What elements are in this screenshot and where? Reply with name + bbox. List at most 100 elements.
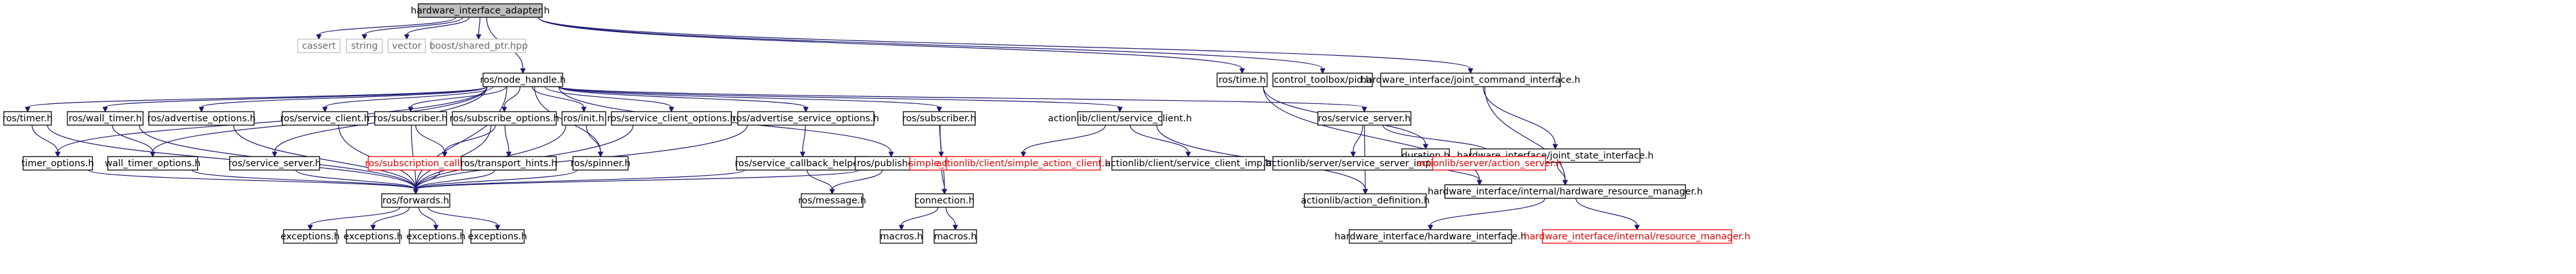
- node-box: [1432, 156, 1546, 171]
- node-box: [1111, 156, 1265, 171]
- edge-subopt-to-subcb: [441, 124, 496, 158]
- node-box: [1349, 229, 1512, 244]
- graph-node-scopt[interactable]: ros/service_client_options.h: [607, 111, 736, 126]
- graph-node-pid[interactable]: control_toolbox/pid.h: [1272, 73, 1373, 87]
- graph-node-connection[interactable]: connection.h: [914, 193, 975, 208]
- graph-node-nodehandle[interactable]: ros/node_handle.h: [480, 73, 566, 87]
- edge-jsi-to-hrm: [1556, 162, 1568, 186]
- graph-node-walltimeropt[interactable]: wall_timer_options.h: [105, 156, 201, 171]
- graph-node-alsvc[interactable]: ros/service_server.h: [1317, 111, 1412, 126]
- node-box: [388, 39, 426, 53]
- graph-node-cassert[interactable]: cassert: [297, 39, 341, 53]
- graph-node-subopt[interactable]: ros/subscribe_options.h: [450, 111, 559, 126]
- graph-node-hwi[interactable]: hardware_interface/hardware_interface.h: [1335, 229, 1526, 244]
- graph-node-exc4[interactable]: exceptions.h: [468, 229, 527, 244]
- graph-node-advopt[interactable]: ros/advertise_options.h: [147, 111, 256, 126]
- edge-publisher-to-message: [829, 169, 883, 195]
- node-label: actionlib/server/action_server.h: [1416, 158, 1562, 169]
- edge-root-to-shared: [475, 17, 482, 40]
- node-label: ros/message.h: [798, 196, 866, 206]
- edge-subopt-to-transport: [504, 124, 512, 158]
- node-label: ros/subscribe_options.h: [450, 114, 559, 124]
- node-box: [381, 193, 450, 208]
- graph-node-exc2[interactable]: exceptions.h: [343, 229, 403, 244]
- graph-node-exc3[interactable]: exceptions.h: [406, 229, 466, 244]
- node-box: [3, 111, 52, 126]
- node-box: [346, 229, 400, 244]
- node-box: [1304, 193, 1427, 208]
- node-label: string: [351, 41, 378, 51]
- graph-node-jci[interactable]: hardware_interface/joint_command_interfa…: [1361, 73, 1580, 87]
- node-label: ros/service_callback_helper.h: [735, 158, 870, 169]
- node-box: [1077, 111, 1163, 126]
- graph-node-actionserver[interactable]: actionlib/server/action_server.h: [1416, 156, 1562, 171]
- graph-node-exc1[interactable]: exceptions.h: [280, 229, 340, 244]
- node-box: [374, 111, 447, 126]
- graph-node-forwards[interactable]: ros/forwards.h: [381, 193, 450, 208]
- graph-node-actiondef[interactable]: actionlib/action_definition.h: [1301, 193, 1430, 208]
- edge-simplefilter-to-connection: [941, 169, 948, 195]
- edge-alscclient-to-simpleaction: [1020, 124, 1106, 158]
- graph-node-ssimp[interactable]: actionlib/server/service_server_imp.h: [1266, 156, 1440, 171]
- node-label: connection.h: [914, 196, 975, 206]
- graph-node-shared[interactable]: boost/shared_ptr.hpp: [429, 39, 528, 53]
- node-box: [297, 39, 341, 53]
- edge-connection-to-macros2: [945, 207, 959, 231]
- node-box: [418, 3, 543, 18]
- graph-node-macros1[interactable]: macros.h: [880, 229, 923, 244]
- graph-node-svcclient[interactable]: ros/service_client.h: [280, 111, 370, 126]
- node-label: ros/publisher.h: [857, 158, 926, 169]
- edge-forwards-to-exc2: [370, 207, 410, 231]
- graph-node-servicesrv[interactable]: ros/service_server.h: [228, 156, 321, 171]
- node-box: [452, 111, 557, 126]
- graph-node-subscriber2[interactable]: ros/subscriber.h: [903, 111, 977, 126]
- graph-node-alscclient[interactable]: actionlib/client/service_client.h: [1048, 111, 1192, 126]
- node-label: control_toolbox/pid.h: [1274, 75, 1371, 85]
- graph-node-hrm[interactable]: hardware_interface/internal/hardware_res…: [1428, 184, 1703, 199]
- graph-node-string[interactable]: string: [346, 39, 383, 53]
- node-box: [561, 111, 606, 126]
- edge-nodehandle-to-subscriber: [407, 86, 507, 113]
- graph-node-vector[interactable]: vector: [388, 39, 426, 53]
- node-box: [229, 156, 320, 171]
- graph-node-asopt[interactable]: ros/advertise_service_options.h: [733, 111, 879, 126]
- graph-node-init[interactable]: ros/init.h: [561, 111, 606, 126]
- graph-node-timer[interactable]: ros/timer.h: [3, 111, 53, 126]
- graph-node-simpleaction[interactable]: actionlib/client/simple_action_client.h: [936, 156, 1111, 171]
- graph-node-timeropt[interactable]: timer_options.h: [21, 156, 94, 171]
- graph-node-walltimer[interactable]: ros/wall_timer.h: [67, 111, 144, 126]
- node-label: ros/advertise_service_options.h: [733, 114, 879, 124]
- graph-node-resmgr[interactable]: hardware_interface/internal/resource_man…: [1524, 229, 1750, 244]
- graph-node-svccb[interactable]: ros/service_callback_helper.h: [735, 156, 871, 171]
- node-label: hardware_interface_adapter.h: [411, 6, 550, 16]
- graph-node-root[interactable]: hardware_interface_adapter.h: [411, 3, 550, 18]
- edge-nodehandle-to-advopt: [198, 86, 488, 113]
- graph-node-message[interactable]: ros/message.h: [798, 193, 866, 208]
- node-box: [611, 111, 732, 126]
- graph-node-subscriber[interactable]: ros/subscriber.h: [374, 111, 448, 126]
- node-label: exceptions.h: [406, 232, 465, 242]
- edge-hrm-to-hwi: [1428, 198, 1546, 231]
- node-box: [934, 229, 977, 244]
- graph-node-rostime[interactable]: ros/time.h: [1216, 73, 1268, 87]
- node-box: [801, 193, 864, 208]
- node-label: vector: [392, 41, 422, 51]
- node-box: [431, 39, 526, 53]
- graph-node-spinner[interactable]: ros/spinner.h: [570, 156, 631, 171]
- edge-walltimer-to-walltimeropt: [112, 124, 156, 158]
- node-label: ros/service_server.h: [228, 158, 321, 169]
- edge-forwards-to-exc4: [427, 207, 500, 231]
- node-box: [880, 229, 923, 244]
- node-box: [1380, 73, 1561, 87]
- edge-root-to-pid: [538, 17, 1326, 74]
- node-label: ros/service_client_options.h: [607, 114, 735, 124]
- node-box: [737, 111, 874, 126]
- node-label: ros/spinner.h: [570, 158, 630, 169]
- graph-node-transport[interactable]: ros/transport_hints.h: [461, 156, 558, 171]
- edge-alscclient-to-scimp: [1129, 124, 1191, 158]
- node-label: hardware_interface/joint_command_interfa…: [1361, 75, 1580, 85]
- graph-node-scimp[interactable]: actionlib/client/service_client_imp.h: [1105, 156, 1272, 171]
- node-label: ros/advertise_options.h: [147, 114, 255, 124]
- graph-node-macros2[interactable]: macros.h: [934, 229, 977, 244]
